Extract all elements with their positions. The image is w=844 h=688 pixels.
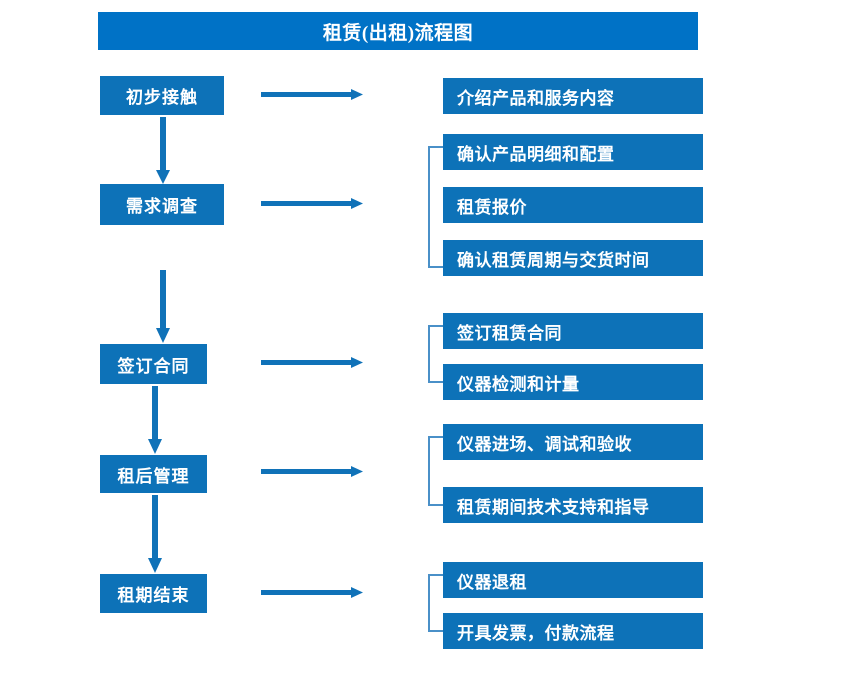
bracket-group-2: [413, 146, 445, 268]
bracket-group-5: [413, 574, 445, 632]
vertical-arrow-2: [155, 270, 171, 344]
stage-box-post-rental-management[interactable]: 租后管理: [100, 455, 207, 493]
bracket-group-3: [413, 325, 445, 383]
horizontal-arrow-5: [261, 586, 364, 600]
horizontal-arrow-4: [261, 465, 364, 479]
vertical-arrow-3: [147, 386, 163, 455]
detail-box-sign-rental-contract[interactable]: 签订租赁合同: [443, 313, 703, 349]
detail-box-confirm-rental-period[interactable]: 确认租赁周期与交货时间: [443, 240, 703, 276]
detail-box-instrument-return[interactable]: 仪器退租: [443, 562, 703, 598]
stage-box-needs-survey[interactable]: 需求调查: [100, 184, 224, 225]
stage-box-sign-contract[interactable]: 签订合同: [100, 344, 207, 384]
vertical-arrow-4: [147, 495, 163, 574]
flowchart-title: 租赁(出租)流程图: [98, 12, 698, 50]
horizontal-arrow-1: [261, 88, 364, 102]
detail-box-technical-support[interactable]: 租赁期间技术支持和指导: [443, 487, 703, 523]
horizontal-arrow-3: [261, 356, 364, 370]
detail-box-introduce-products[interactable]: 介绍产品和服务内容: [443, 78, 703, 114]
detail-box-instrument-inspection[interactable]: 仪器检测和计量: [443, 364, 703, 400]
detail-box-invoice-payment[interactable]: 开具发票，付款流程: [443, 613, 703, 649]
stage-box-initial-contact[interactable]: 初步接触: [100, 76, 224, 115]
bracket-group-4: [413, 436, 445, 506]
vertical-arrow-1: [155, 117, 171, 185]
stage-box-rental-end[interactable]: 租期结束: [100, 574, 207, 613]
detail-box-instrument-delivery-commissioning[interactable]: 仪器进场、调试和验收: [443, 424, 703, 460]
detail-box-confirm-product-details[interactable]: 确认产品明细和配置: [443, 134, 703, 170]
detail-box-rental-quotation[interactable]: 租赁报价: [443, 187, 703, 223]
horizontal-arrow-2: [261, 197, 364, 211]
